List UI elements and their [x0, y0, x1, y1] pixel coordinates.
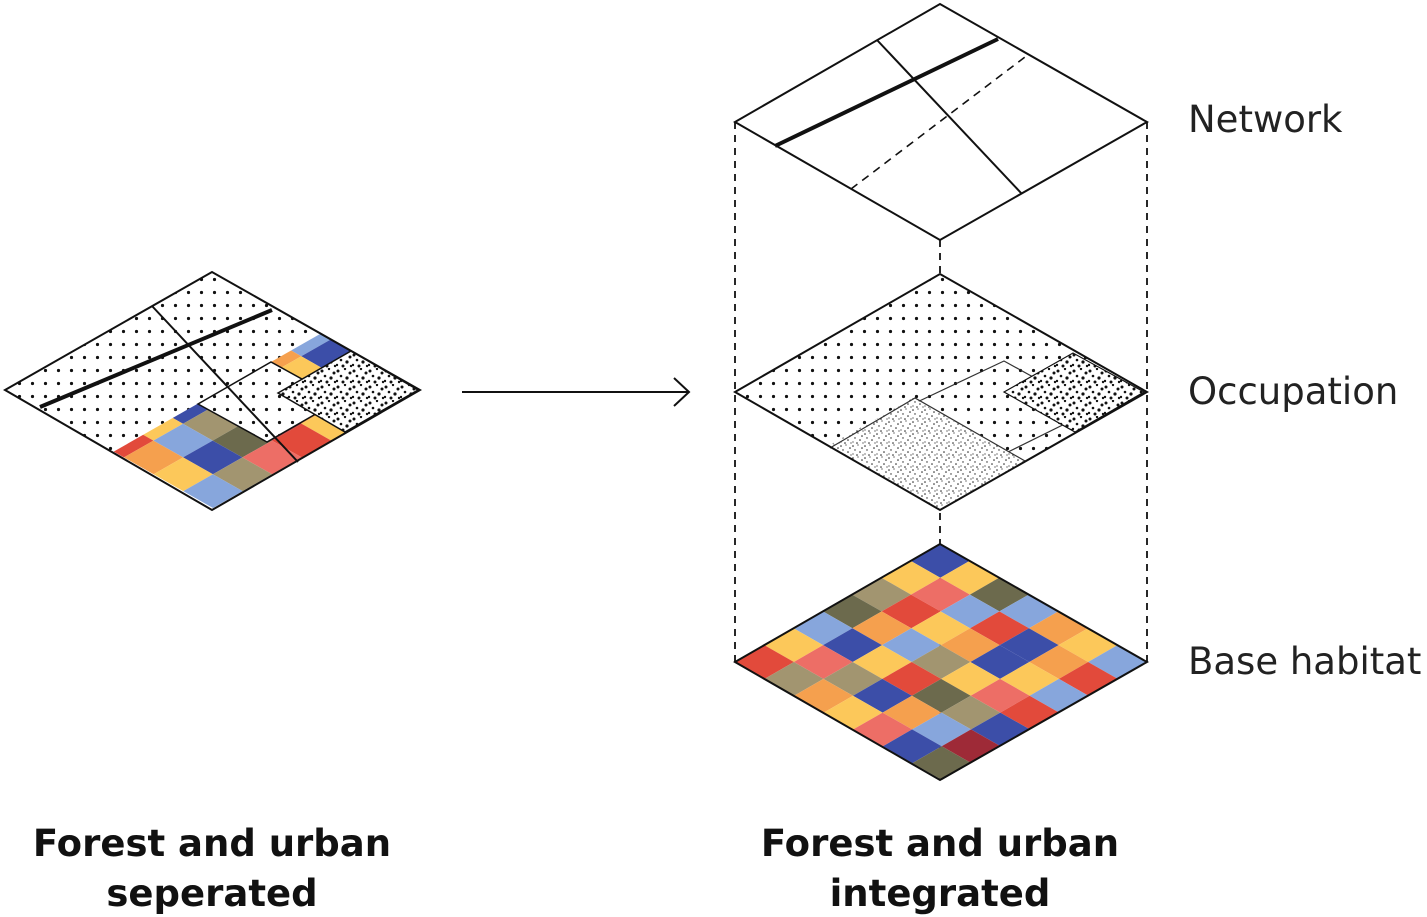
habitat-tile: [1029, 645, 1089, 679]
habitat-tile: [853, 678, 912, 713]
habitat-tile: [823, 628, 882, 662]
habitat-tile: [823, 662, 883, 696]
habitat-tile: [881, 594, 941, 629]
caption-left-line2: seperated: [106, 872, 317, 915]
habitat-tile: [882, 695, 942, 730]
habitat-tile: [853, 712, 913, 747]
occupation-dense-fill: [1004, 353, 1144, 432]
habitat-tile: [882, 662, 942, 696]
habitat-tile: [912, 712, 971, 747]
habitat-tile: [1058, 628, 1118, 662]
habitat-tile: [1029, 611, 1088, 646]
network-main-road: [774, 37, 999, 148]
integrated-stack: [732, 2, 1150, 782]
separated-habitat-tile: [153, 457, 213, 492]
habitat-tile: [794, 678, 853, 713]
caption-left-line1: Forest and urban: [33, 822, 391, 865]
separated-habitat-tile: [183, 440, 243, 475]
habitat-tile: [941, 695, 1001, 730]
habitat-tile: [969, 577, 1029, 612]
habitat-tile: [970, 678, 1030, 713]
habitat-tile: [852, 645, 912, 679]
urban-dotted-fill: [5, 272, 320, 452]
separated-map: [2, 270, 423, 512]
habitat-tile: [764, 662, 824, 696]
base-habitat-outline: [732, 542, 1150, 782]
network-outline: [732, 2, 1150, 242]
separated-habitat-tile: [212, 457, 273, 492]
base-habitat-layer: [732, 542, 1150, 782]
habitat-tile: [999, 594, 1059, 629]
occupation-inner-block-fill: [913, 361, 1093, 455]
habitat-tile: [911, 611, 971, 646]
occupation-border: [829, 397, 1026, 462]
separated-habitat-tile: [153, 423, 213, 458]
label-network: Network: [1188, 98, 1343, 141]
occupation-layer: [732, 272, 1150, 512]
main-road: [39, 308, 273, 409]
label-occupation: Occupation: [1188, 370, 1398, 413]
separated-habitat-tile: [271, 356, 331, 390]
caption-right-line2: integrated: [830, 872, 1051, 915]
habitat-tile: [940, 628, 1000, 662]
habitat-tile: [999, 628, 1059, 662]
habitat-tile: [852, 611, 912, 646]
separated-habitat-tile: [183, 474, 243, 508]
habitat-tile: [882, 628, 941, 662]
habitat-tile: [970, 645, 1030, 679]
habitat-tile: [970, 611, 1029, 646]
habitat-tile: [911, 678, 971, 713]
habitat-tile: [823, 695, 883, 730]
habitat-tile: [882, 729, 942, 764]
network-layer: [732, 2, 1150, 242]
occupation-outline: [732, 272, 1150, 512]
habitat-tiles: [735, 544, 1147, 780]
habitat-tile: [911, 645, 971, 679]
habitat-tile: [940, 560, 1000, 595]
secondary-road: [151, 305, 299, 463]
network-road: [876, 39, 1023, 195]
separated-habitat-tile: [123, 440, 184, 475]
label-base-habitat: Base habitat: [1188, 640, 1421, 683]
habitat-tile: [911, 577, 970, 612]
habitat-tile: [941, 662, 1000, 696]
caption-right-line1: Forest and urban: [761, 822, 1119, 865]
habitat-tile: [1000, 662, 1059, 696]
network-dashed-path: [850, 56, 1026, 190]
habitat-tile: [793, 645, 853, 679]
transition-arrow: [462, 377, 691, 407]
dense-urban-block-fill: [278, 351, 418, 432]
separated-map-outline: [2, 270, 423, 512]
habitat-tile: [940, 594, 1000, 629]
occupation-lower-speckle: [828, 398, 1025, 510]
separated-habitat-tile: [212, 423, 272, 458]
